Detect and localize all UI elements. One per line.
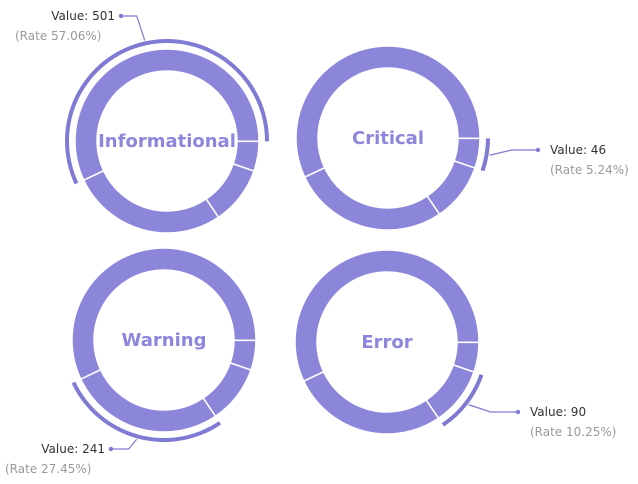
value-label-critical: Value: 46 [550,143,606,157]
rate-label-error: (Rate 10.25%) [530,425,616,439]
donut-slice-informational[interactable] [71,247,257,381]
value-label-informational: Value: 501 [51,9,115,23]
value-label-warning: Value: 241 [41,442,105,456]
leader-dot-critical [535,147,541,153]
leader-dot-informational [118,13,124,19]
donut-slice-informational[interactable] [74,48,260,182]
highlight-arc-critical [480,138,490,172]
rate-label-warning: (Rate 27.45%) [5,462,91,476]
rate-label-critical: (Rate 5.24%) [550,163,629,177]
donut-informational: Informational Value: 501 (Rate 57.06%) [15,9,270,234]
value-label-error: Value: 90 [530,405,586,419]
leader-dot-error [515,409,521,415]
donut-slice-warning[interactable] [302,370,440,435]
leader-dot-warning [108,446,114,452]
center-label-critical: Critical [352,128,424,149]
leader-line-informational [121,15,146,41]
donut-slice-warning[interactable] [303,166,441,231]
donut-slice-warning[interactable] [82,169,220,234]
leader-line-error [468,404,518,413]
leader-line-critical [489,149,538,156]
highlight-arc-error [441,374,484,427]
leader-line-warning [111,438,138,450]
donut-slice-warning[interactable] [79,368,217,433]
rate-label-informational: (Rate 57.06%) [15,29,101,43]
center-label-warning: Warning [122,330,207,351]
center-label-informational: Informational [98,131,236,152]
donut-slice-informational[interactable] [295,45,481,179]
donut-slice-informational[interactable] [294,249,480,383]
center-label-error: Error [361,332,412,353]
